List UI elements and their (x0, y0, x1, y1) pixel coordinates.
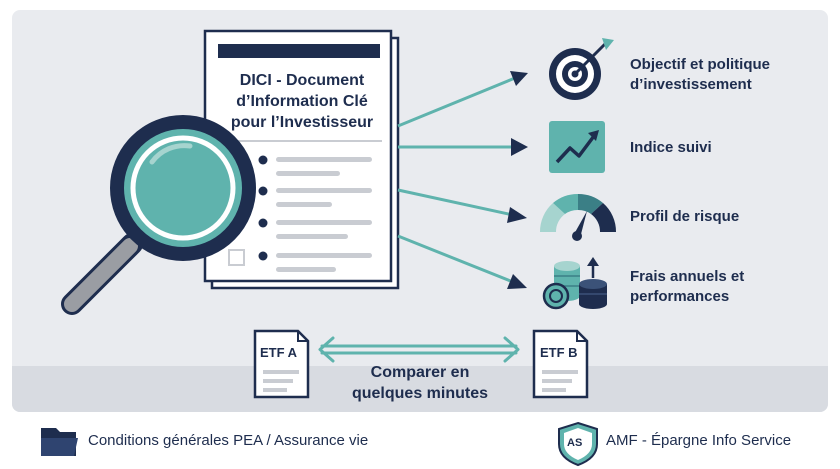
section-label-line: Profil de risque (630, 208, 740, 225)
section-label-index: Indice suivi (630, 138, 712, 158)
section-label-line: Objectif et politique (630, 56, 771, 73)
etf-a-document-icon (253, 329, 310, 399)
section-label-line: Frais annuels et (630, 268, 745, 285)
footer-left-text: Conditions générales PEA / Assurance vie (88, 432, 369, 449)
etf-a-label: ETF A (260, 345, 298, 360)
document-title-line: DICI - Document (239, 72, 365, 89)
etf-b-label: ETF B (540, 345, 578, 360)
section-arrows (397, 76, 516, 284)
target-icon (549, 38, 614, 100)
document-title: DICI - Document d’Information Clé pour l… (212, 70, 392, 133)
magnifying-glass-icon (61, 115, 256, 315)
document-title-line: pour l’Investisseur (230, 114, 374, 131)
section-label-objective: Objectif et politique d’investissement (630, 55, 770, 95)
compare-caption-line: quelques minutes (351, 385, 489, 402)
document-header-bar (218, 44, 380, 58)
document-title-line: d’Information Clé (236, 93, 368, 110)
coins-icon (542, 257, 607, 310)
panel-floor (12, 366, 828, 412)
document-bullet-lines (228, 155, 372, 272)
section-label-line: performances (630, 288, 730, 305)
shield-badge-text: AS (567, 437, 583, 449)
line-chart-icon (549, 121, 605, 173)
gauge-icon (539, 193, 617, 241)
arrow-heads (507, 71, 528, 289)
compare-caption: Comparer en quelques minutes (330, 362, 510, 404)
section-label-line: d’investissement (630, 76, 752, 93)
compare-caption-line: Comparer en (370, 364, 470, 381)
section-label-line: Indice suivi (630, 139, 712, 156)
folder-icon (41, 428, 78, 456)
etf-b-document-icon (532, 329, 589, 399)
footer-right-text: AMF - Épargne Info Service (606, 432, 792, 449)
dici-document (203, 29, 400, 290)
section-label-risk: Profil de risque (630, 207, 739, 227)
section-label-fees: Frais annuels et performances (630, 267, 744, 307)
shield-icon (558, 421, 598, 467)
compare-double-arrow-icon (318, 336, 520, 363)
